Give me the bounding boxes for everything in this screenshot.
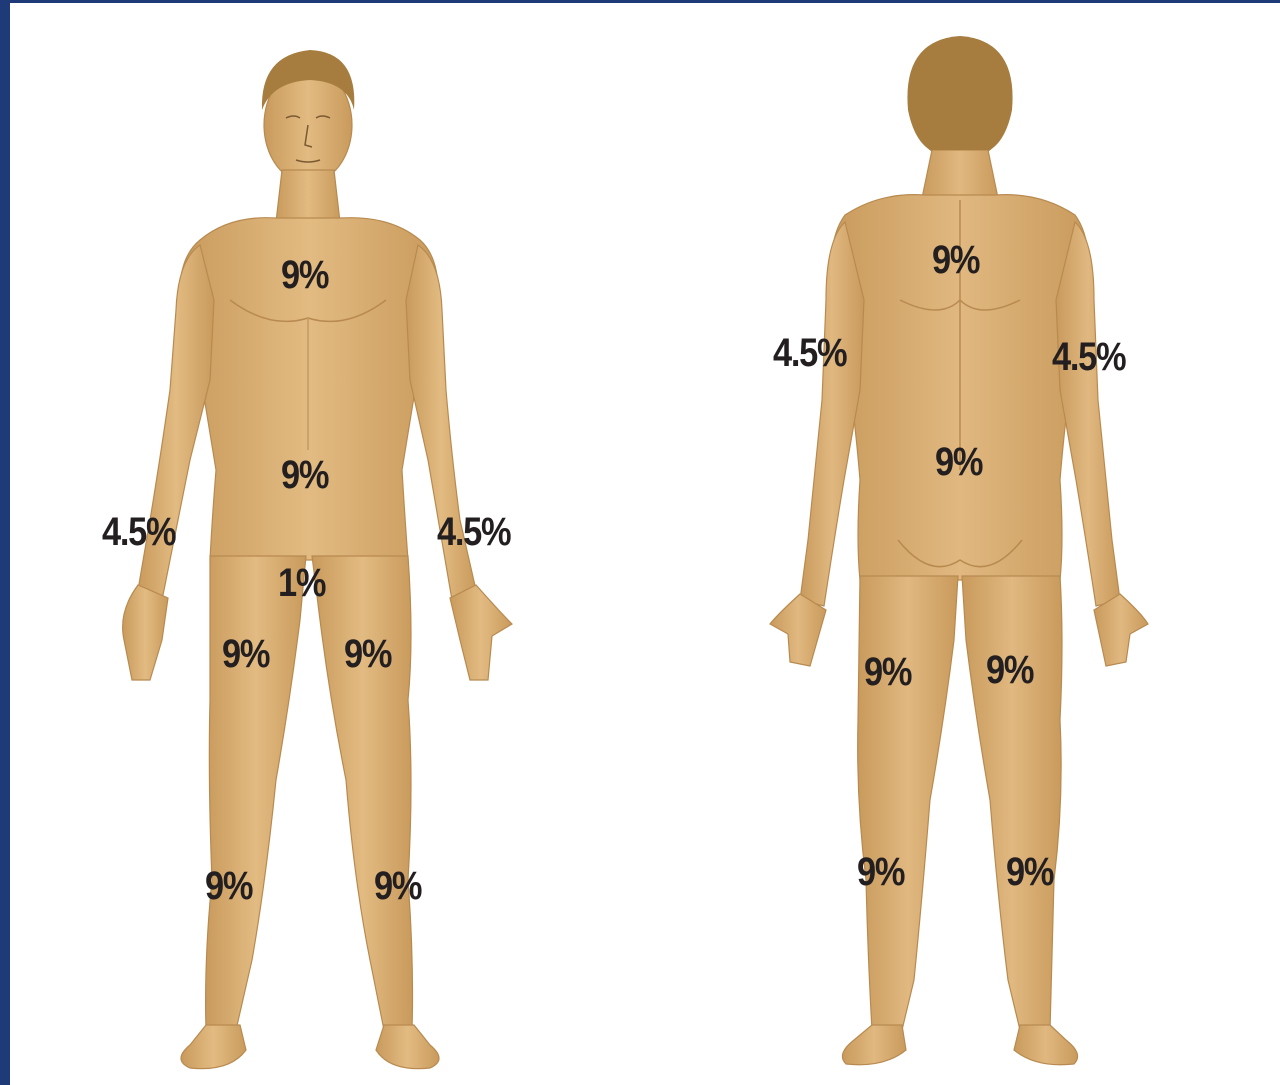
back-body-figure [640, 0, 1280, 1085]
front-left-arm-label: 4.5% [437, 512, 510, 552]
front-neck [276, 170, 340, 222]
front-body-figure [0, 0, 640, 1085]
front-left-lower-leg-label: 9% [374, 866, 421, 906]
back-right-lower-leg-label: 9% [1006, 852, 1053, 892]
front-leg-right [206, 556, 306, 1030]
back-hand-right [1094, 594, 1148, 666]
front-hand-left [450, 585, 512, 680]
front-chest-label: 9% [281, 255, 328, 295]
back-left-thigh-label: 9% [864, 652, 911, 692]
back-lower-back-label: 9% [935, 442, 982, 482]
front-left-thigh-label: 9% [344, 634, 391, 674]
front-right-arm-label: 4.5% [102, 512, 175, 552]
front-abdomen-label: 9% [281, 455, 328, 495]
back-neck [922, 150, 998, 198]
back-hair [907, 36, 1012, 150]
back-left-arm-label: 4.5% [773, 333, 846, 373]
back-arm-right [1056, 222, 1120, 606]
back-leg-left [858, 576, 958, 1030]
back-foot-right [1014, 1025, 1078, 1065]
front-right-lower-leg-label: 9% [205, 866, 252, 906]
back-arm-left [800, 222, 864, 606]
front-right-thigh-label: 9% [222, 634, 269, 674]
front-genitals-label: 1% [278, 563, 325, 603]
back-upper-back-label: 9% [932, 240, 979, 280]
back-foot-left [842, 1025, 906, 1065]
back-left-lower-leg-label: 9% [857, 852, 904, 892]
back-leg-right [962, 576, 1062, 1030]
front-foot-left [376, 1025, 439, 1069]
back-right-thigh-label: 9% [986, 650, 1033, 690]
front-foot-right [181, 1025, 246, 1069]
back-right-arm-label: 4.5% [1052, 337, 1125, 377]
front-hand-right [123, 585, 168, 680]
back-hand-left [770, 594, 826, 666]
front-leg-left [312, 556, 413, 1030]
